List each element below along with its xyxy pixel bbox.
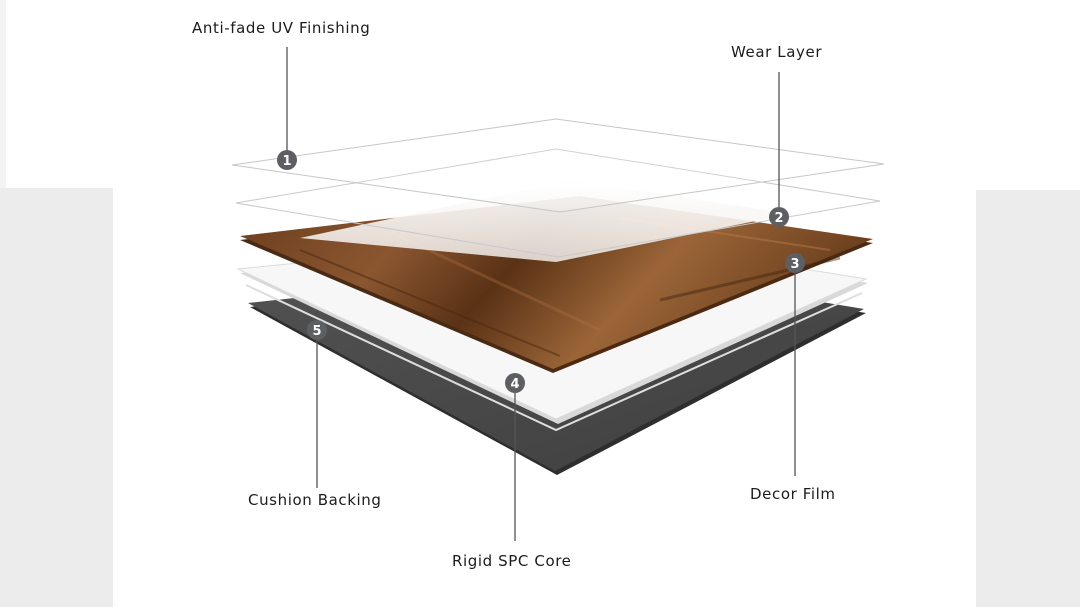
leader-lines bbox=[286, 47, 796, 541]
svg-text:1: 1 bbox=[282, 154, 291, 169]
svg-text:2: 2 bbox=[774, 211, 783, 226]
number-markers: 1 2 3 4 5 bbox=[277, 150, 805, 393]
svg-text:3: 3 bbox=[790, 257, 799, 272]
svg-text:4: 4 bbox=[510, 377, 519, 392]
label-anti-fade-uv-finishing: Anti-fade UV Finishing bbox=[192, 19, 371, 37]
marker-3: 3 bbox=[785, 253, 805, 273]
label-rigid-spc-core: Rigid SPC Core bbox=[452, 552, 572, 570]
layer-uv-finishing bbox=[231, 118, 885, 213]
marker-4: 4 bbox=[505, 373, 525, 393]
marker-2: 2 bbox=[769, 207, 789, 227]
label-wear-layer: Wear Layer bbox=[731, 43, 823, 61]
marker-5: 5 bbox=[307, 320, 327, 340]
label-decor-film: Decor Film bbox=[750, 485, 836, 503]
background-panel-right bbox=[976, 190, 1080, 607]
background-edge bbox=[0, 0, 6, 188]
layer-wear bbox=[235, 148, 881, 262]
background-panel-left bbox=[0, 188, 113, 607]
svg-text:5: 5 bbox=[312, 324, 321, 339]
marker-1: 1 bbox=[277, 150, 297, 170]
label-cushion-backing: Cushion Backing bbox=[248, 491, 382, 509]
